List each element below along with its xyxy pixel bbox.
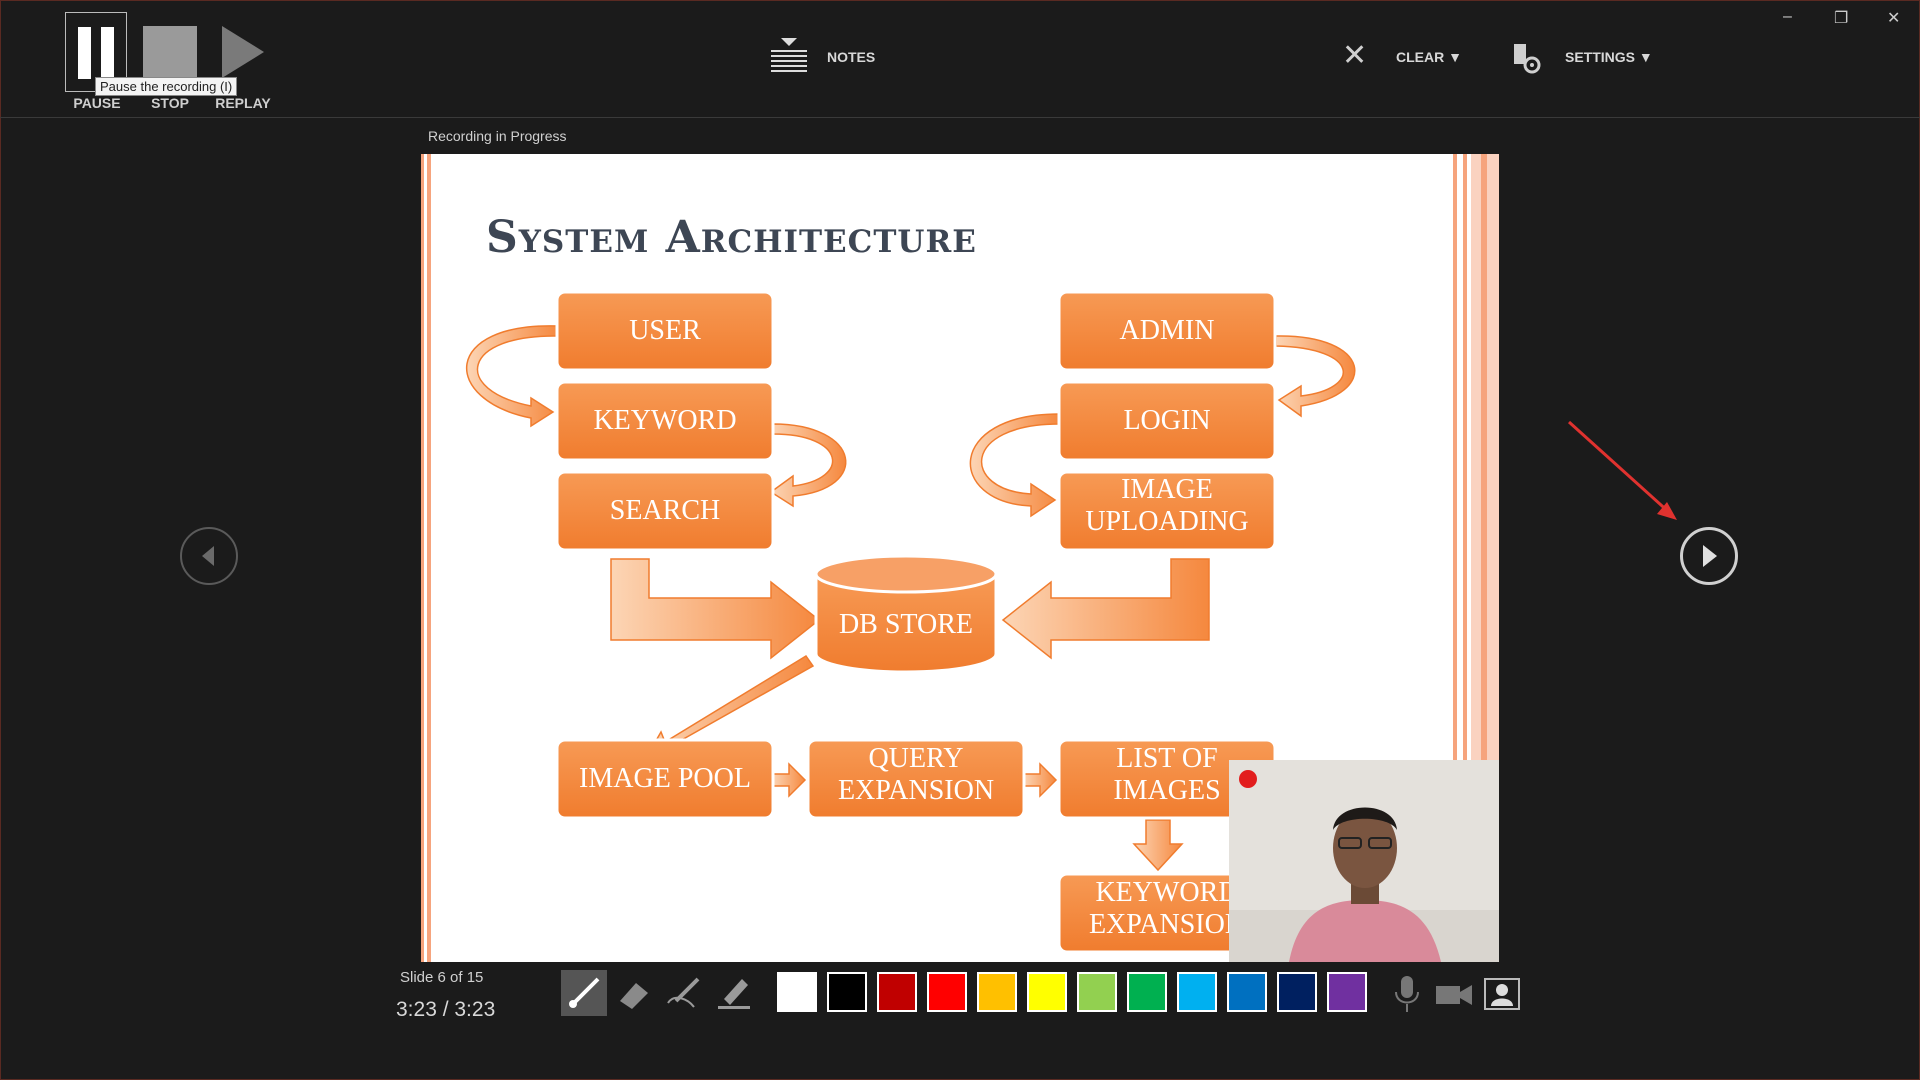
box-keyword-expansion: KEYWORD EXPANSION <box>1059 877 1275 941</box>
webcam-preview[interactable] <box>1229 760 1499 962</box>
stop-button[interactable] <box>143 12 205 92</box>
chevron-left-icon <box>202 546 214 566</box>
color-swatch[interactable] <box>1327 972 1367 1012</box>
color-swatch[interactable] <box>1177 972 1217 1012</box>
box-list-of-images-line1: LIST OF <box>1116 743 1218 774</box>
box-keyword-expansion-line2: EXPANSION <box>1088 909 1246 940</box>
box-search: SEARCH <box>609 495 721 526</box>
restore-button[interactable]: ❐ <box>1834 10 1849 27</box>
play-icon <box>222 26 264 78</box>
previous-slide-button[interactable] <box>180 527 238 585</box>
eraser-icon <box>620 983 648 1009</box>
next-slide-button[interactable] <box>1680 527 1738 585</box>
box-query-expansion: QUERY EXPANSION <box>808 743 1024 807</box>
color-swatch[interactable] <box>877 972 917 1012</box>
replay-button[interactable] <box>222 12 284 92</box>
color-swatch[interactable] <box>777 972 817 1012</box>
minimize-button[interactable]: – <box>1783 8 1792 25</box>
box-image-pool: IMAGE POOL <box>579 763 751 794</box>
camera-preview-toggle[interactable] <box>1484 978 1520 1010</box>
color-swatch[interactable] <box>827 972 867 1012</box>
box-image-uploading-line2: UPLOADING <box>1085 506 1249 537</box>
color-swatch[interactable] <box>977 972 1017 1012</box>
box-list-of-images-line2: IMAGES <box>1113 775 1221 806</box>
stop-label: STOP <box>151 95 189 111</box>
color-swatch[interactable] <box>1227 972 1267 1012</box>
box-image-uploading: IMAGE UPLOADING <box>1059 474 1275 538</box>
webcam-person-image <box>1229 760 1499 962</box>
pen-button[interactable] <box>661 970 707 1016</box>
microphone-icon[interactable] <box>1392 974 1422 1014</box>
box-keyword: KEYWORD <box>593 405 737 436</box>
color-swatch[interactable] <box>927 972 967 1012</box>
pause-icon <box>78 27 91 79</box>
chevron-right-icon <box>1703 545 1717 567</box>
close-button[interactable]: ✕ <box>1887 10 1901 27</box>
box-login: LOGIN <box>1123 405 1211 436</box>
box-list-of-images: LIST OF IMAGES <box>1059 743 1275 807</box>
box-admin: ADMIN <box>1119 315 1215 346</box>
person-icon <box>1491 984 1513 1006</box>
box-user: USER <box>629 315 701 346</box>
camera-icon[interactable] <box>1434 974 1474 1014</box>
pen-icon <box>667 977 700 1008</box>
pause-tooltip: Pause the recording (I) <box>95 77 238 96</box>
box-query-expansion-line2: EXPANSION <box>837 775 995 806</box>
box-image-uploading-line1: IMAGE <box>1121 474 1213 505</box>
recording-timer: 3:23 / 3:23 <box>396 998 496 1021</box>
laser-pointer-icon <box>569 977 600 1008</box>
laser-pointer-button[interactable] <box>561 970 607 1016</box>
clear-button[interactable]: CLEAR ▼ <box>1396 49 1462 65</box>
replay-label: REPLAY <box>215 95 271 111</box>
stop-icon <box>143 26 197 78</box>
slide-counter: Slide 6 of 15 <box>400 969 484 986</box>
color-swatch[interactable] <box>1077 972 1117 1012</box>
recording-status: Recording in Progress <box>428 128 567 144</box>
color-swatch[interactable] <box>1027 972 1067 1012</box>
box-db-store: DB STORE <box>838 609 974 640</box>
slide-title: System Architecture <box>486 212 977 263</box>
recording-indicator <box>1239 770 1257 788</box>
notes-button[interactable]: NOTES <box>827 49 876 65</box>
color-swatch[interactable] <box>1127 972 1167 1012</box>
box-keyword-expansion-line1: KEYWORD <box>1095 877 1239 908</box>
pause-label: PAUSE <box>73 95 121 111</box>
highlighter-icon <box>718 979 750 1009</box>
notes-icon[interactable] <box>769 38 809 78</box>
settings-gear-icon[interactable] <box>1512 44 1542 74</box>
color-swatch[interactable] <box>1277 972 1317 1012</box>
settings-button[interactable]: SETTINGS ▼ <box>1565 49 1653 65</box>
recording-toolbar: PAUSE STOP REPLAY Pause the recording (I… <box>0 0 1920 118</box>
box-query-expansion-line1: QUERY <box>868 743 964 774</box>
eraser-button[interactable] <box>611 970 657 1016</box>
annotation-arrow <box>1567 420 1677 520</box>
clear-icon[interactable]: ✕ <box>1342 39 1368 72</box>
highlighter-button[interactable] <box>711 970 757 1016</box>
pause-icon-bar <box>101 27 114 79</box>
